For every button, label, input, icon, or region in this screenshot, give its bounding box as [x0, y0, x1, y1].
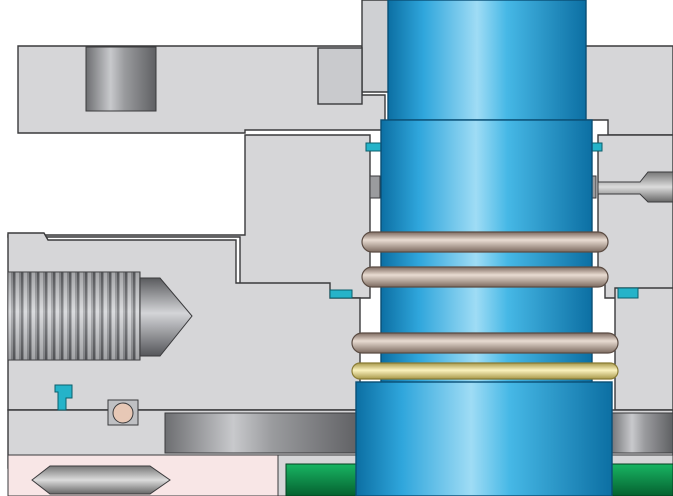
seal-lip-mid-left — [329, 289, 353, 299]
rod-lower — [355, 381, 613, 496]
port-pin-right — [597, 171, 673, 203]
seal-lip-upper-left — [365, 142, 383, 152]
o-ring — [361, 231, 609, 253]
dowel-pin — [112, 402, 134, 424]
lower-body-right — [614, 287, 673, 411]
port-marker-left — [369, 175, 381, 199]
lower-bore — [164, 412, 361, 454]
o-rings — [351, 231, 619, 354]
rod-upper — [387, 0, 587, 121]
counterbore-hole — [85, 46, 157, 112]
bottom-pin — [31, 465, 171, 495]
upper-flange-right — [584, 45, 673, 136]
seal-lip-lower-left — [54, 384, 73, 411]
o-ring — [351, 332, 619, 354]
middle-block-right — [597, 134, 673, 299]
guide-sleeve-notch — [317, 47, 363, 105]
lower-bore-right — [609, 412, 673, 454]
wear-ring — [351, 362, 619, 380]
seal-lip-mid-right — [617, 287, 639, 299]
o-ring — [361, 266, 609, 288]
threaded-bolt — [7, 271, 193, 361]
